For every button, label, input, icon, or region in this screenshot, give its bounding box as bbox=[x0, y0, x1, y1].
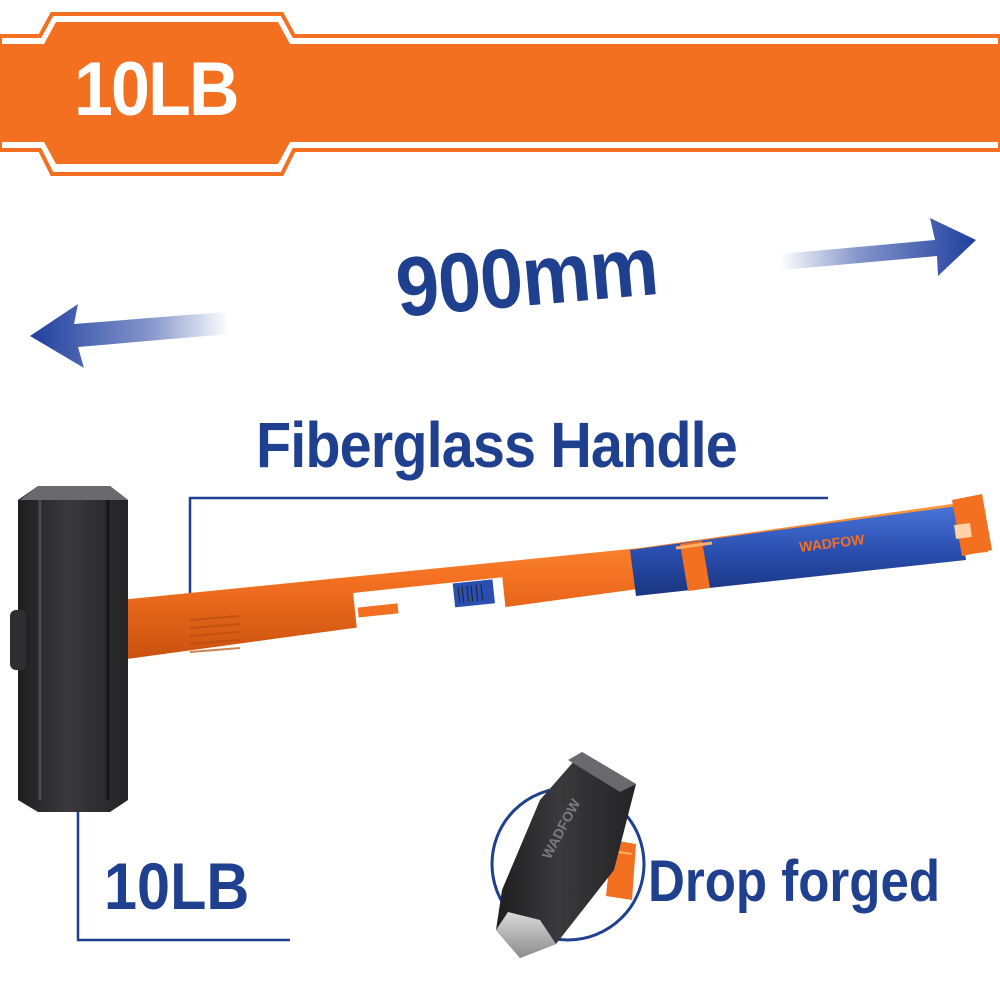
handle-end-cap bbox=[952, 494, 992, 556]
forged-detail: WADFOW bbox=[490, 752, 646, 958]
handle-ribs bbox=[189, 615, 241, 653]
banner bbox=[0, 12, 1000, 176]
banner-weight-label: 10LB bbox=[74, 47, 239, 132]
handle-label: Fiberglass Handle bbox=[256, 409, 738, 481]
handle-grip bbox=[630, 506, 966, 596]
hammer-head bbox=[10, 486, 128, 812]
arrow-left-icon bbox=[30, 304, 229, 368]
grip-brand-logo: WADFOW bbox=[798, 531, 866, 555]
head-weight-label: 10LB bbox=[104, 849, 250, 923]
arrow-right-icon bbox=[780, 218, 976, 276]
product-label-sticker bbox=[353, 577, 507, 637]
banner-badge bbox=[44, 22, 290, 164]
banner-frame bbox=[0, 12, 1000, 176]
forged-label: Drop forged bbox=[648, 849, 941, 914]
handle-grip-band bbox=[680, 541, 710, 591]
hammer-handle: WADFOW bbox=[120, 494, 992, 660]
